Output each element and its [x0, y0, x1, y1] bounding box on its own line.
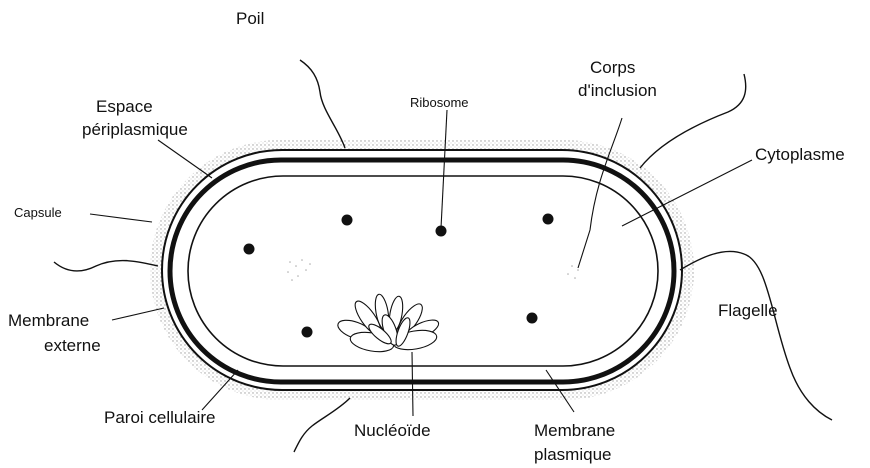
ribosome-dot	[342, 215, 353, 226]
label-periplasmique: périplasmique	[82, 120, 188, 139]
pilus-bottom	[294, 398, 350, 452]
label-membrane-plasmique-2: plasmique	[534, 445, 612, 464]
label-nucleoide: Nucléoïde	[354, 421, 431, 440]
label-espace: Espace	[96, 97, 153, 116]
label-membrane-plasmique-1: Membrane	[534, 421, 615, 440]
ribosome-dot	[302, 327, 313, 338]
pilus-top	[300, 60, 345, 148]
ribosome-dot	[527, 313, 538, 324]
label-membrane-externe-2: externe	[44, 336, 101, 355]
label-capsule: Capsule	[14, 205, 62, 220]
label-membrane-externe-1: Membrane	[8, 311, 89, 330]
label-paroi: Paroi cellulaire	[104, 408, 216, 427]
leader-capsule	[90, 214, 152, 222]
label-poil: Poil	[236, 9, 264, 28]
ribosome-dot	[244, 244, 255, 255]
label-ribosome: Ribosome	[410, 95, 469, 110]
label-corps: Corps	[590, 58, 635, 77]
label-cytoplasme: Cytoplasme	[755, 145, 845, 164]
label-inclusion: d'inclusion	[578, 81, 657, 100]
leader-membrane-externe	[112, 308, 164, 320]
pilus-left	[54, 261, 158, 271]
flagellum	[680, 251, 832, 420]
label-flagelle: Flagelle	[718, 301, 778, 320]
leader-espace	[158, 140, 212, 178]
ribosome-dot	[543, 214, 554, 225]
